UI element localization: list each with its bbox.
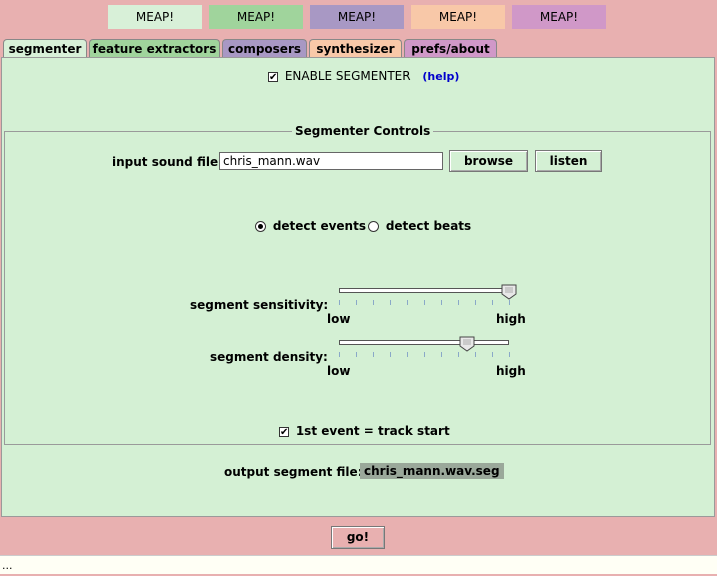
slider-tick (356, 300, 357, 305)
output-segment-file-value: chris_mann.wav.seg (360, 463, 504, 479)
slider-tick (424, 352, 425, 357)
detect-events-option[interactable]: detect events (255, 219, 366, 233)
slider-tick (373, 352, 374, 357)
detect-events-radio[interactable] (255, 221, 266, 232)
segment-density-slider[interactable]: low high (327, 335, 526, 380)
slider-tick (441, 300, 442, 305)
browse-button[interactable]: browse (449, 150, 528, 172)
sensitivity-track (339, 288, 509, 293)
detect-beats-radio[interactable] (368, 221, 379, 232)
slider-tick (441, 352, 442, 357)
toolbar: MEAP! MEAP! MEAP! MEAP! MEAP! (0, 0, 717, 36)
sensitivity-low-label: low (327, 312, 351, 326)
tab-bar: segmenter feature extractors composers s… (0, 36, 717, 57)
density-thumb[interactable] (459, 336, 474, 352)
first-event-row: ✔ 1st event = track start (279, 424, 450, 438)
segment-sensitivity-slider[interactable]: low high (327, 283, 526, 328)
slider-tick (475, 300, 476, 305)
slider-tick (373, 300, 374, 305)
slider-tick (407, 300, 408, 305)
first-event-checkbox[interactable]: ✔ (279, 426, 289, 438)
slider-tick (339, 352, 340, 357)
tab-segmenter[interactable]: segmenter (3, 39, 87, 57)
input-sound-file-label: input sound file: (112, 155, 223, 169)
sensitivity-high-label: high (496, 312, 526, 326)
go-button[interactable]: go! (331, 526, 385, 549)
status-bar: ... (0, 555, 717, 574)
density-high-label: high (496, 364, 526, 378)
listen-button[interactable]: listen (535, 150, 602, 172)
tab-prefs-about[interactable]: prefs/about (404, 39, 497, 57)
density-track (339, 340, 509, 345)
slider-tick (492, 352, 493, 357)
meap-button-composers[interactable]: MEAP! (310, 5, 404, 29)
tab-feature-extractors[interactable]: feature extractors (89, 39, 220, 57)
sensitivity-thumb[interactable] (501, 284, 517, 300)
meap-button-segmenter[interactable]: MEAP! (108, 5, 202, 29)
density-low-label: low (327, 364, 351, 378)
slider-tick (390, 300, 391, 305)
slider-tick (458, 300, 459, 305)
slider-tick (458, 352, 459, 357)
meap-button-feature-extractors[interactable]: MEAP! (209, 5, 303, 29)
detect-beats-label: detect beats (385, 219, 472, 233)
segment-sensitivity-label: segment sensitivity: (190, 298, 329, 312)
bottom-bar: go! (0, 518, 717, 555)
segmenter-controls-title: Segmenter Controls (292, 124, 434, 138)
tab-composers[interactable]: composers (222, 39, 307, 57)
enable-segmenter-row: ✔ ENABLE SEGMENTER (help) (268, 69, 459, 83)
slider-tick (509, 300, 510, 305)
segment-density-label: segment density: (210, 350, 328, 364)
output-segment-file-label: output segment file: (224, 465, 363, 479)
slider-tick (356, 352, 357, 357)
slider-tick (475, 352, 476, 357)
enable-segmenter-label: ENABLE SEGMENTER (284, 69, 411, 83)
meap-button-synthesizer[interactable]: MEAP! (411, 5, 505, 29)
enable-segmenter-checkbox[interactable]: ✔ (268, 71, 278, 83)
first-event-label: 1st event = track start (295, 424, 450, 438)
input-sound-file-field[interactable]: chris_mann.wav (219, 152, 443, 170)
slider-tick (509, 352, 510, 357)
meap-button-prefs[interactable]: MEAP! (512, 5, 606, 29)
slider-tick (492, 300, 493, 305)
slider-tick (424, 300, 425, 305)
slider-tick (407, 352, 408, 357)
tab-synthesizer[interactable]: synthesizer (309, 39, 402, 57)
detect-events-label: detect events (272, 219, 366, 233)
slider-tick (339, 300, 340, 305)
help-link[interactable]: (help) (422, 70, 460, 83)
detect-beats-option[interactable]: detect beats (368, 219, 471, 233)
slider-tick (390, 352, 391, 357)
